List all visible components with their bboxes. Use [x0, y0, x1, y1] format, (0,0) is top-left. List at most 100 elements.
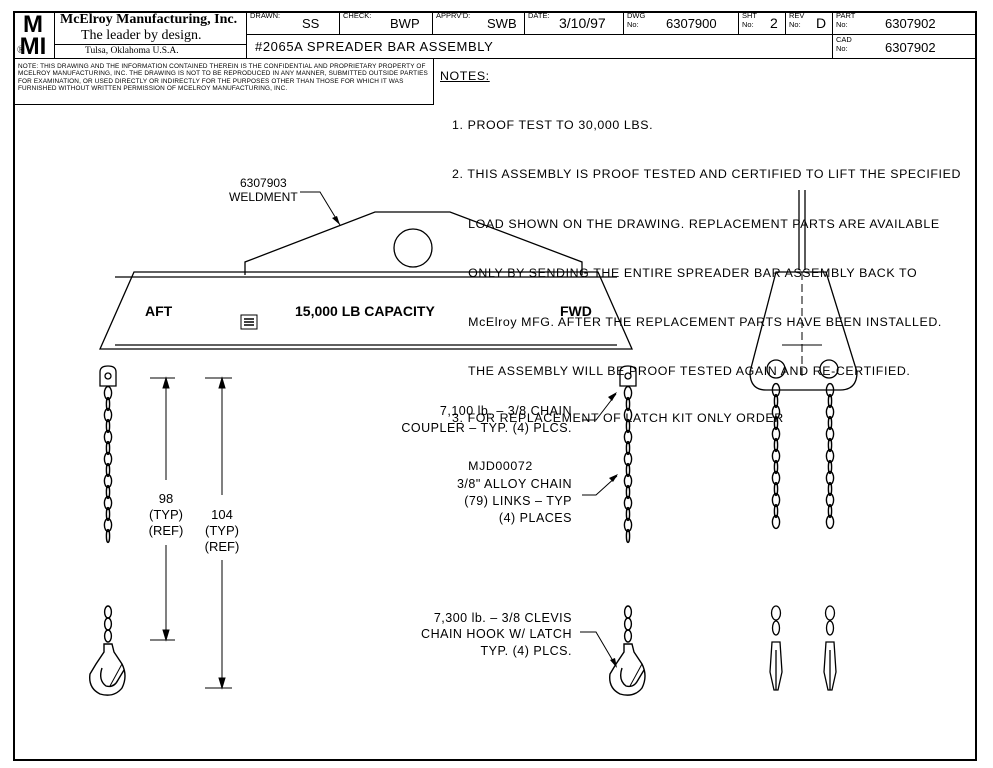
- chain-link: [623, 517, 633, 533]
- company-cell: McElroy Manufacturing, Inc. The leader b…: [17, 11, 247, 59]
- chain-callout-line1: 3/8" ALLOY CHAIN: [457, 477, 572, 491]
- right-coupler: [619, 365, 637, 387]
- title-cell: #2065A SPREADER BAR ASSEMBLY: [247, 35, 833, 59]
- chains: [103, 382, 835, 544]
- note-line: LOAD SHOWN ON THE DRAWING. REPLACEMENT P…: [452, 216, 940, 231]
- dwg-cell: DWG No: 6307900: [624, 11, 739, 35]
- rev-cell: REV No: D: [786, 11, 833, 35]
- chain-link: [625, 418, 631, 434]
- apprvd-cell: APPRV'D: SWB: [433, 11, 525, 35]
- chain-link: [771, 404, 781, 420]
- confidential-box: [13, 59, 434, 105]
- hook-callout-line3: TYP. (4) PLCS.: [480, 644, 572, 658]
- chain-link: [827, 437, 833, 453]
- chain-link: [773, 481, 779, 497]
- chain-link: [773, 393, 779, 409]
- mmi-logo: M MI: [15, 11, 51, 57]
- hook-callout-line2: CHAIN HOOK W/ LATCH: [421, 627, 572, 641]
- chain-link: [103, 517, 113, 533]
- chain-link: [827, 393, 833, 409]
- side-view-hooks: [769, 605, 837, 691]
- coupler-callout-line2: COUPLER – TYP. (4) PLCS.: [401, 421, 572, 435]
- part-value: 6307902: [885, 16, 936, 31]
- rev-value: D: [816, 15, 827, 31]
- notes-heading: NOTES:: [440, 69, 490, 83]
- chain-link: [623, 407, 633, 423]
- sht-cell: SHT No: 2: [739, 11, 786, 35]
- registered-mark: ®: [17, 45, 25, 56]
- chain-link: [103, 473, 113, 489]
- dim-98-typ: (TYP): [149, 507, 183, 522]
- svg-text:MI: MI: [20, 33, 47, 57]
- chain-link: [825, 514, 835, 530]
- chain-link: [825, 404, 835, 420]
- note-line: McElroy MFG. AFTER THE REPLACEMENT PARTS…: [452, 315, 942, 330]
- company-tagline: The leader by design.: [81, 28, 202, 43]
- notes-block: NOTES: 1. PROOF TEST TO 30,000 LBS. 2. T…: [440, 68, 961, 507]
- dwg-value: 6307900: [666, 16, 717, 31]
- chain-link: [625, 462, 631, 478]
- chain-link: [625, 440, 631, 456]
- dimension-98: [150, 376, 175, 642]
- drawn-value: SS: [302, 16, 320, 31]
- left-chain: [103, 385, 113, 544]
- sht-value: 2: [770, 15, 778, 31]
- chain-link: [103, 451, 113, 467]
- chain-link: [825, 426, 835, 442]
- rating-plate-icon: [240, 314, 258, 330]
- dim-104-ref: (REF): [205, 539, 240, 554]
- weldment-part-number: 6307903: [240, 176, 287, 190]
- chain-link: [771, 470, 781, 486]
- company-location: Tulsa, Oklahoma U.S.A.: [85, 46, 179, 56]
- chain-link: [103, 385, 113, 401]
- drawing-frame: [13, 11, 977, 761]
- date-value: 3/10/97: [559, 15, 606, 31]
- chain-link: [623, 473, 633, 489]
- chain-link: [103, 429, 113, 445]
- bar-label-fwd: FWD: [560, 303, 592, 319]
- bar-label-aft: AFT: [145, 303, 173, 319]
- chain-link: [825, 448, 835, 464]
- part-cell: PART No: 6307902: [833, 11, 977, 35]
- chain-link: [623, 385, 633, 401]
- chain-link: [623, 495, 633, 511]
- dim-104-typ: (TYP): [205, 523, 239, 538]
- dimension-104: [205, 376, 232, 690]
- chain-link: [625, 396, 631, 412]
- date-cell: DATE: 3/10/97: [525, 11, 624, 35]
- chain-link: [827, 459, 833, 475]
- side-chain-right: [825, 382, 835, 530]
- chain-link: [773, 503, 779, 519]
- logo-cell: M MI: [13, 11, 55, 59]
- hook-callout-line1: 7,300 lb. – 3/8 CLEVIS: [434, 611, 572, 625]
- chain-callout-line2: (79) LINKS – TYP: [464, 494, 572, 508]
- chain-link: [771, 426, 781, 442]
- side-chain-left: [771, 382, 781, 530]
- chain-link: [773, 437, 779, 453]
- note-line: 3. FOR REPLACEMENT OF LATCH KIT ONLY ORD…: [452, 410, 784, 425]
- dim-98-ref: (REF): [149, 523, 184, 538]
- right-chain: [623, 385, 633, 544]
- bar-label-capacity: 15,000 LB CAPACITY: [295, 303, 435, 319]
- chain-link: [623, 451, 633, 467]
- side-view: [749, 190, 858, 391]
- chain-link: [827, 503, 833, 519]
- chain-link: [105, 528, 111, 544]
- chain-link: [827, 415, 833, 431]
- cad-cell: CAD No: 6307902: [833, 35, 977, 59]
- chain-callout-line3: (4) PLACES: [499, 511, 572, 525]
- chain-link: [103, 407, 113, 423]
- chain-link: [105, 440, 111, 456]
- confidential-notice: NOTE: THIS DRAWING AND THE INFORMATION C…: [18, 63, 428, 93]
- chain-link: [103, 495, 113, 511]
- chain-link: [105, 396, 111, 412]
- chain-link: [825, 492, 835, 508]
- chain-link: [105, 484, 111, 500]
- weldment: [99, 211, 633, 350]
- left-chain-hook: [89, 605, 126, 696]
- right-chain-hook: [609, 605, 646, 696]
- drawn-cell: DRAWN: SS: [247, 11, 340, 35]
- dim-98-value: 98: [159, 491, 173, 506]
- chain-link: [827, 481, 833, 497]
- lift-hole: [393, 228, 433, 268]
